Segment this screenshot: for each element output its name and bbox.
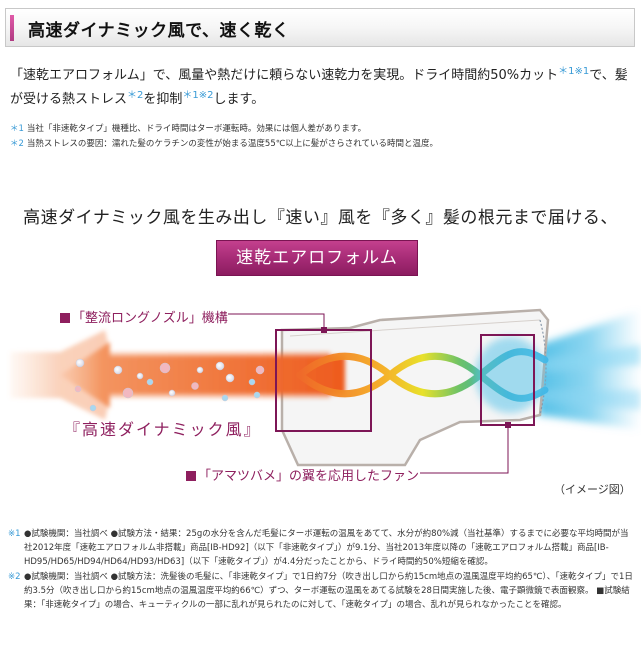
square-bullet-icon: [186, 471, 196, 481]
brand-badge: 速乾エアロフォルム: [216, 240, 418, 276]
footnotes-bottom: ※1 ●試験機関：当社調べ ●試験方法・結果：25gの水分を含んだ毛髪にターボ運…: [8, 527, 636, 613]
footnote-mark: ※1: [8, 529, 21, 539]
fan-label: 「アマツバメ」の翼を応用したファン: [186, 465, 419, 484]
footnote-ref-1: ＊1※1: [558, 66, 590, 77]
fan-label-text: 「アマツバメ」の翼を応用したファン: [198, 469, 420, 484]
image-caption: （イメージ図）: [554, 483, 631, 496]
footnote-text: 当社「非速乾タイプ」機種比、ドライ時間はターボ運転時。効果には個人差があります。: [26, 124, 367, 134]
nozzle-label: 「整流ロングノズル」機構: [60, 307, 228, 326]
lead-text-3: を抑制: [143, 92, 183, 107]
feature-headline: 高速ダイナミック風を生み出し『速い』風を『多く』髪の根元まで届ける、: [23, 208, 618, 228]
footnote-item: ※1 ●試験機関：当社調べ ●試験方法・結果：25gの水分を含んだ毛髪にターボ運…: [8, 527, 636, 569]
dryer-diagram: 「整流ロングノズル」機構 『高速ダイナミック風』 「アマツバメ」の翼を応用したフ…: [0, 290, 641, 510]
lead-text-2: で、髪が受ける熱ストレス: [10, 68, 628, 107]
footnote-mark: ※2: [8, 572, 21, 582]
footnote-ref-3: ＊1※2: [182, 90, 214, 101]
square-bullet-icon: [60, 313, 70, 323]
footnote-text: ●試験機関：当社調べ ●試験方法・結果：25gの水分を含んだ毛髪にターボ運転の温…: [24, 529, 629, 567]
lead-text-4: します。: [213, 92, 265, 107]
dryer-illustration: [10, 308, 641, 474]
footnote-ref-2: ＊2: [127, 90, 144, 101]
wind-label: 『高速ダイナミック風』: [64, 420, 262, 439]
footnote-text: 当熱ストレスの要因：濡れた髪のケラチンの変性が始まる温度55℃以上に髪がさらされ…: [26, 139, 439, 149]
section-title-bar: 高速ダイナミック風で、速く乾く: [5, 8, 635, 47]
lead-text-1: 「速乾エアロフォルム」で、風量や熱だけに頼らない速乾力を実現。ドライ時間約50%…: [10, 68, 559, 83]
lead-paragraph: 「速乾エアロフォルム」で、風量や熱だけに頼らない速乾力を実現。ドライ時間約50%…: [10, 62, 635, 110]
title-accent-bar: [10, 15, 14, 41]
page-title: 高速ダイナミック風で、速く乾く: [28, 21, 290, 41]
footnote-text: ●試験機関：当社調べ ●試験方法：洗髪後の毛髪に、「非速乾タイプ」で1日約7分（…: [24, 572, 633, 610]
footnote-mark: ＊2: [10, 139, 24, 149]
nozzle-label-text: 「整流ロングノズル」機構: [72, 311, 228, 326]
footnote-mark: ＊1: [10, 124, 24, 134]
footnote-item: ※2 ●試験機関：当社調べ ●試験方法：洗髪後の毛髪に、「非速乾タイプ」で1日約…: [8, 570, 636, 612]
